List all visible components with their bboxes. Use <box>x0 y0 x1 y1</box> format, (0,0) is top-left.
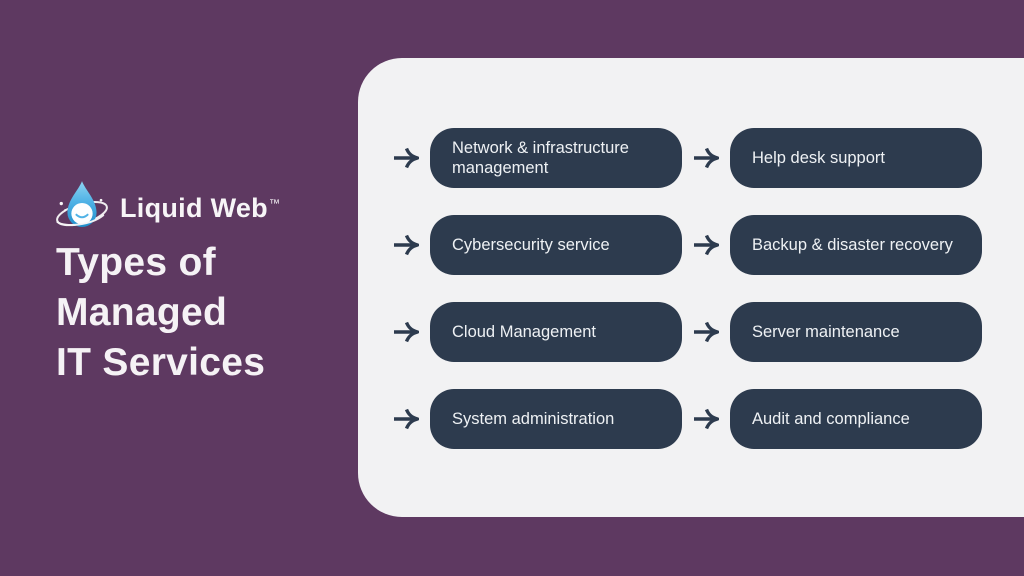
service-box: Server maintenance <box>730 302 982 362</box>
service-box: Cybersecurity service <box>430 215 682 275</box>
service-label: Audit and compliance <box>752 409 910 428</box>
page-title: Types of Managed IT Services <box>56 238 265 388</box>
arrow-right-icon <box>393 215 419 275</box>
arrow-right-icon <box>693 302 719 362</box>
service-label: Cybersecurity service <box>452 235 610 254</box>
service-box: Help desk support <box>730 128 982 188</box>
arrow-right-icon <box>393 128 419 188</box>
service-label: System administration <box>452 409 615 428</box>
service-label: Server maintenance <box>752 322 900 341</box>
service-label: Help desk support <box>752 148 885 167</box>
service-box: System administration <box>430 389 682 449</box>
brand-name: Liquid Web™ <box>120 193 280 224</box>
arrow-right-icon <box>393 302 419 362</box>
trademark-symbol: ™ <box>268 197 281 210</box>
brand-name-text: Liquid Web <box>120 192 268 223</box>
page-title-line-1: Types of <box>56 241 216 284</box>
liquidweb-logo: Liquid Web™ <box>54 178 280 238</box>
service-box: Cloud Management <box>430 302 682 362</box>
service-box: Audit and compliance <box>730 389 982 449</box>
arrow-right-icon <box>693 215 719 275</box>
page-title-line-2: Managed <box>56 291 228 334</box>
services-grid: Network & infrastructure management Help… <box>393 128 982 449</box>
service-box: Backup & disaster recovery <box>730 215 982 275</box>
page-title-line-3: IT Services <box>56 341 266 384</box>
service-label: Backup & disaster recovery <box>752 235 953 254</box>
service-label: Cloud Management <box>452 322 597 341</box>
service-box: Network & infrastructure management <box>430 128 682 188</box>
service-label: Network & infrastructure management <box>452 138 629 177</box>
arrow-right-icon <box>693 128 719 188</box>
arrow-right-icon <box>393 389 419 449</box>
arrow-right-icon <box>693 389 719 449</box>
water-drop-atom-icon <box>56 181 108 228</box>
